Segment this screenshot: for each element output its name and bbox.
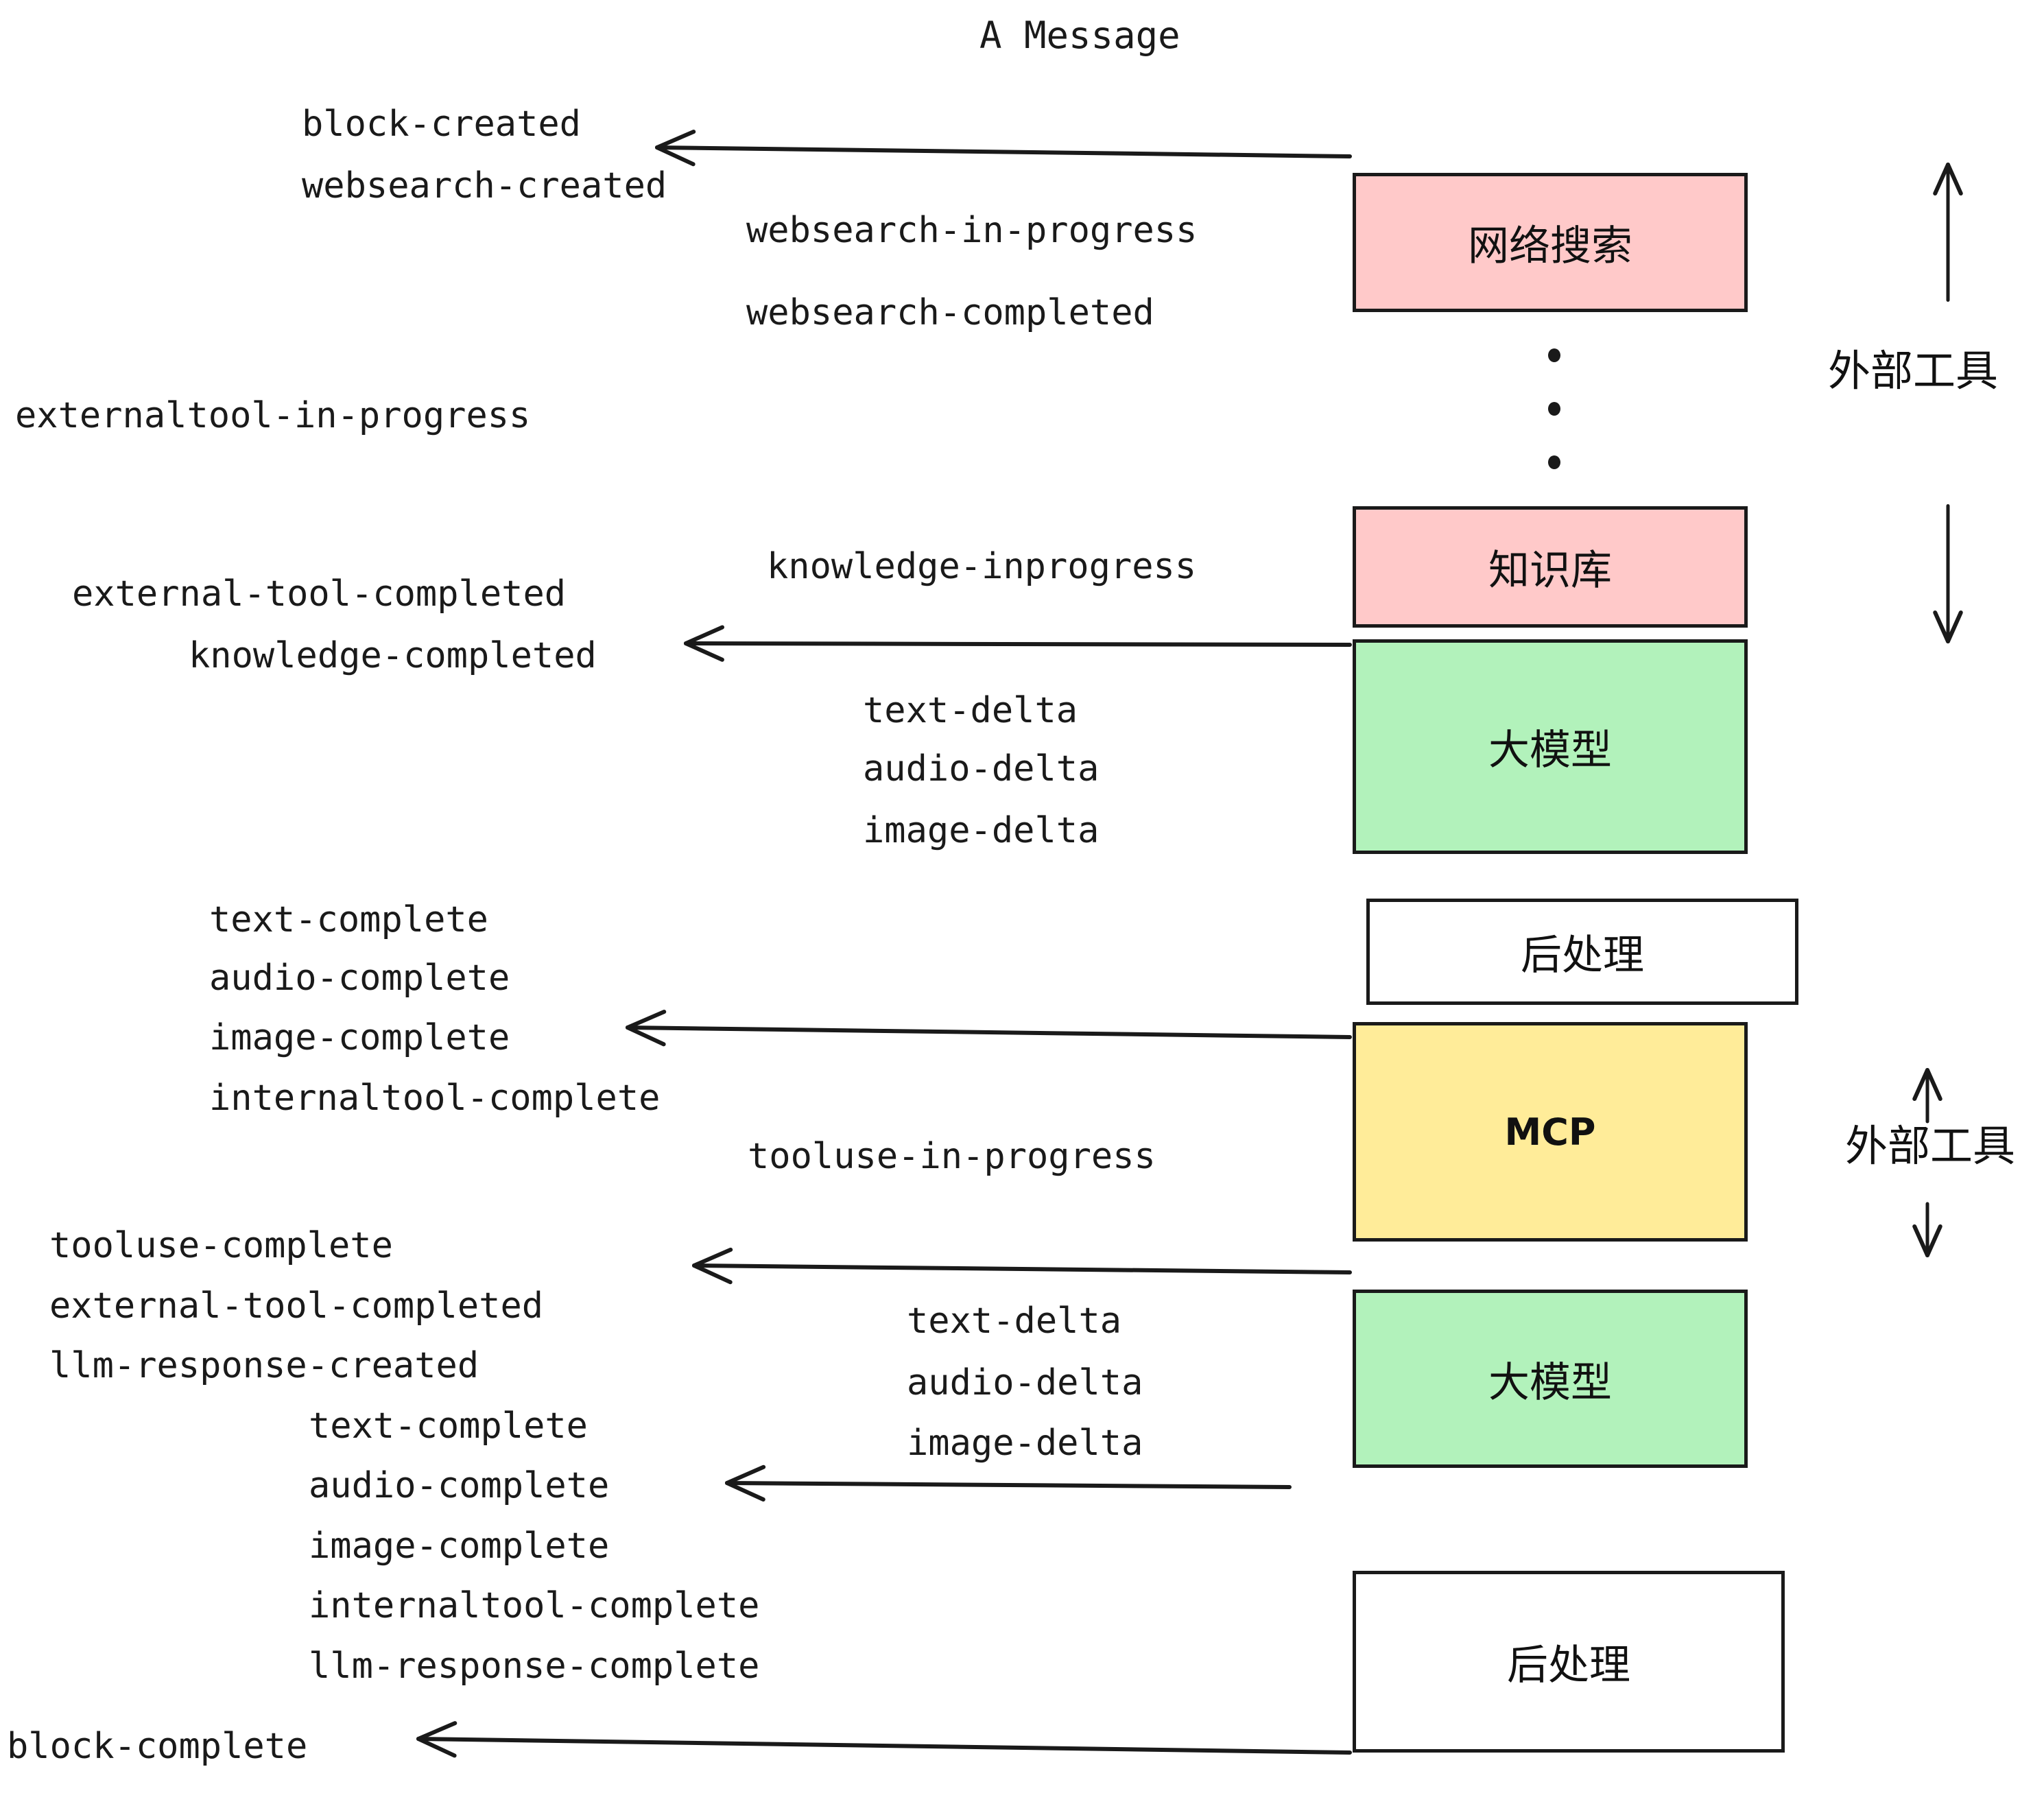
event-label: image-delta	[907, 1423, 1143, 1464]
event-label: audio-complete	[209, 958, 510, 999]
event-label: externaltool-in-progress	[15, 395, 531, 436]
event-label: internaltool-complete	[309, 1585, 760, 1626]
event-label: llm-response-complete	[309, 1646, 760, 1687]
event-label: knowledge-inprogress	[767, 546, 1197, 587]
event-label: websearch-created	[302, 165, 667, 206]
event-label: image-delta	[863, 810, 1100, 851]
box-mcp: MCP	[1353, 1022, 1748, 1242]
event-label: audio-delta	[907, 1362, 1143, 1403]
event-label: image-complete	[309, 1526, 610, 1567]
box-label-knowledge: 知识库	[1488, 547, 1612, 595]
ellipsis-dot	[1548, 348, 1560, 362]
box-postprocess-1: 后处理	[1366, 899, 1798, 1005]
box-label-websearch: 网络搜索	[1468, 222, 1632, 270]
box-llm-1: 大模型	[1353, 639, 1748, 854]
ellipsis-dot	[1548, 455, 1560, 469]
event-label: websearch-in-progress	[746, 210, 1198, 251]
box-websearch: 网络搜索	[1353, 173, 1748, 312]
event-label: external-tool-completed	[49, 1285, 544, 1327]
ellipsis-dot	[1548, 402, 1560, 416]
event-label: image-complete	[209, 1017, 510, 1058]
side-label-external-tools-top: 外部工具	[1828, 346, 1999, 396]
box-label-llm-2: 大模型	[1488, 1358, 1612, 1407]
external-tools-arrow-bottom	[1912, 1068, 1942, 1257]
event-label: tooluse-in-progress	[748, 1136, 1156, 1177]
event-label: websearch-completed	[746, 292, 1154, 333]
event-label: text-complete	[309, 1405, 588, 1447]
event-label: knowledge-completed	[189, 635, 597, 676]
event-label: internaltool-complete	[209, 1078, 661, 1119]
arrow-audio-complete	[725, 1464, 1292, 1502]
event-label: text-complete	[209, 899, 488, 940]
arrow-block-complete	[416, 1721, 1352, 1758]
event-label: tooluse-complete	[49, 1225, 393, 1266]
arrow-block-created	[655, 130, 1352, 167]
event-label: block-created	[302, 104, 581, 145]
box-llm-2: 大模型	[1353, 1290, 1748, 1468]
box-label-postprocess-1: 后处理	[1521, 931, 1644, 980]
side-label-external-tools-bottom: 外部工具	[1845, 1121, 2016, 1171]
box-label-postprocess-2: 后处理	[1507, 1641, 1630, 1689]
event-label: text-delta	[863, 690, 1078, 731]
arrow-tooluse-complete	[692, 1247, 1352, 1285]
event-label: text-delta	[907, 1301, 1122, 1342]
box-knowledge: 知识库	[1353, 506, 1748, 628]
box-postprocess-2: 后处理	[1353, 1571, 1785, 1753]
event-label: audio-delta	[863, 748, 1100, 790]
box-label-llm-1: 大模型	[1488, 726, 1612, 774]
external-tools-arrow-top	[1933, 163, 1963, 643]
box-label-mcp: MCP	[1504, 1110, 1596, 1154]
arrow-knowledge-completed	[684, 625, 1352, 662]
page-title: A Message	[979, 14, 1180, 57]
event-label: block-complete	[7, 1726, 308, 1767]
arrow-image-complete	[626, 1010, 1352, 1047]
event-label: llm-response-created	[49, 1345, 479, 1386]
vertical-ellipsis-icon	[1547, 348, 1561, 469]
event-label: external-tool-completed	[72, 573, 567, 615]
event-label: audio-complete	[309, 1465, 610, 1506]
